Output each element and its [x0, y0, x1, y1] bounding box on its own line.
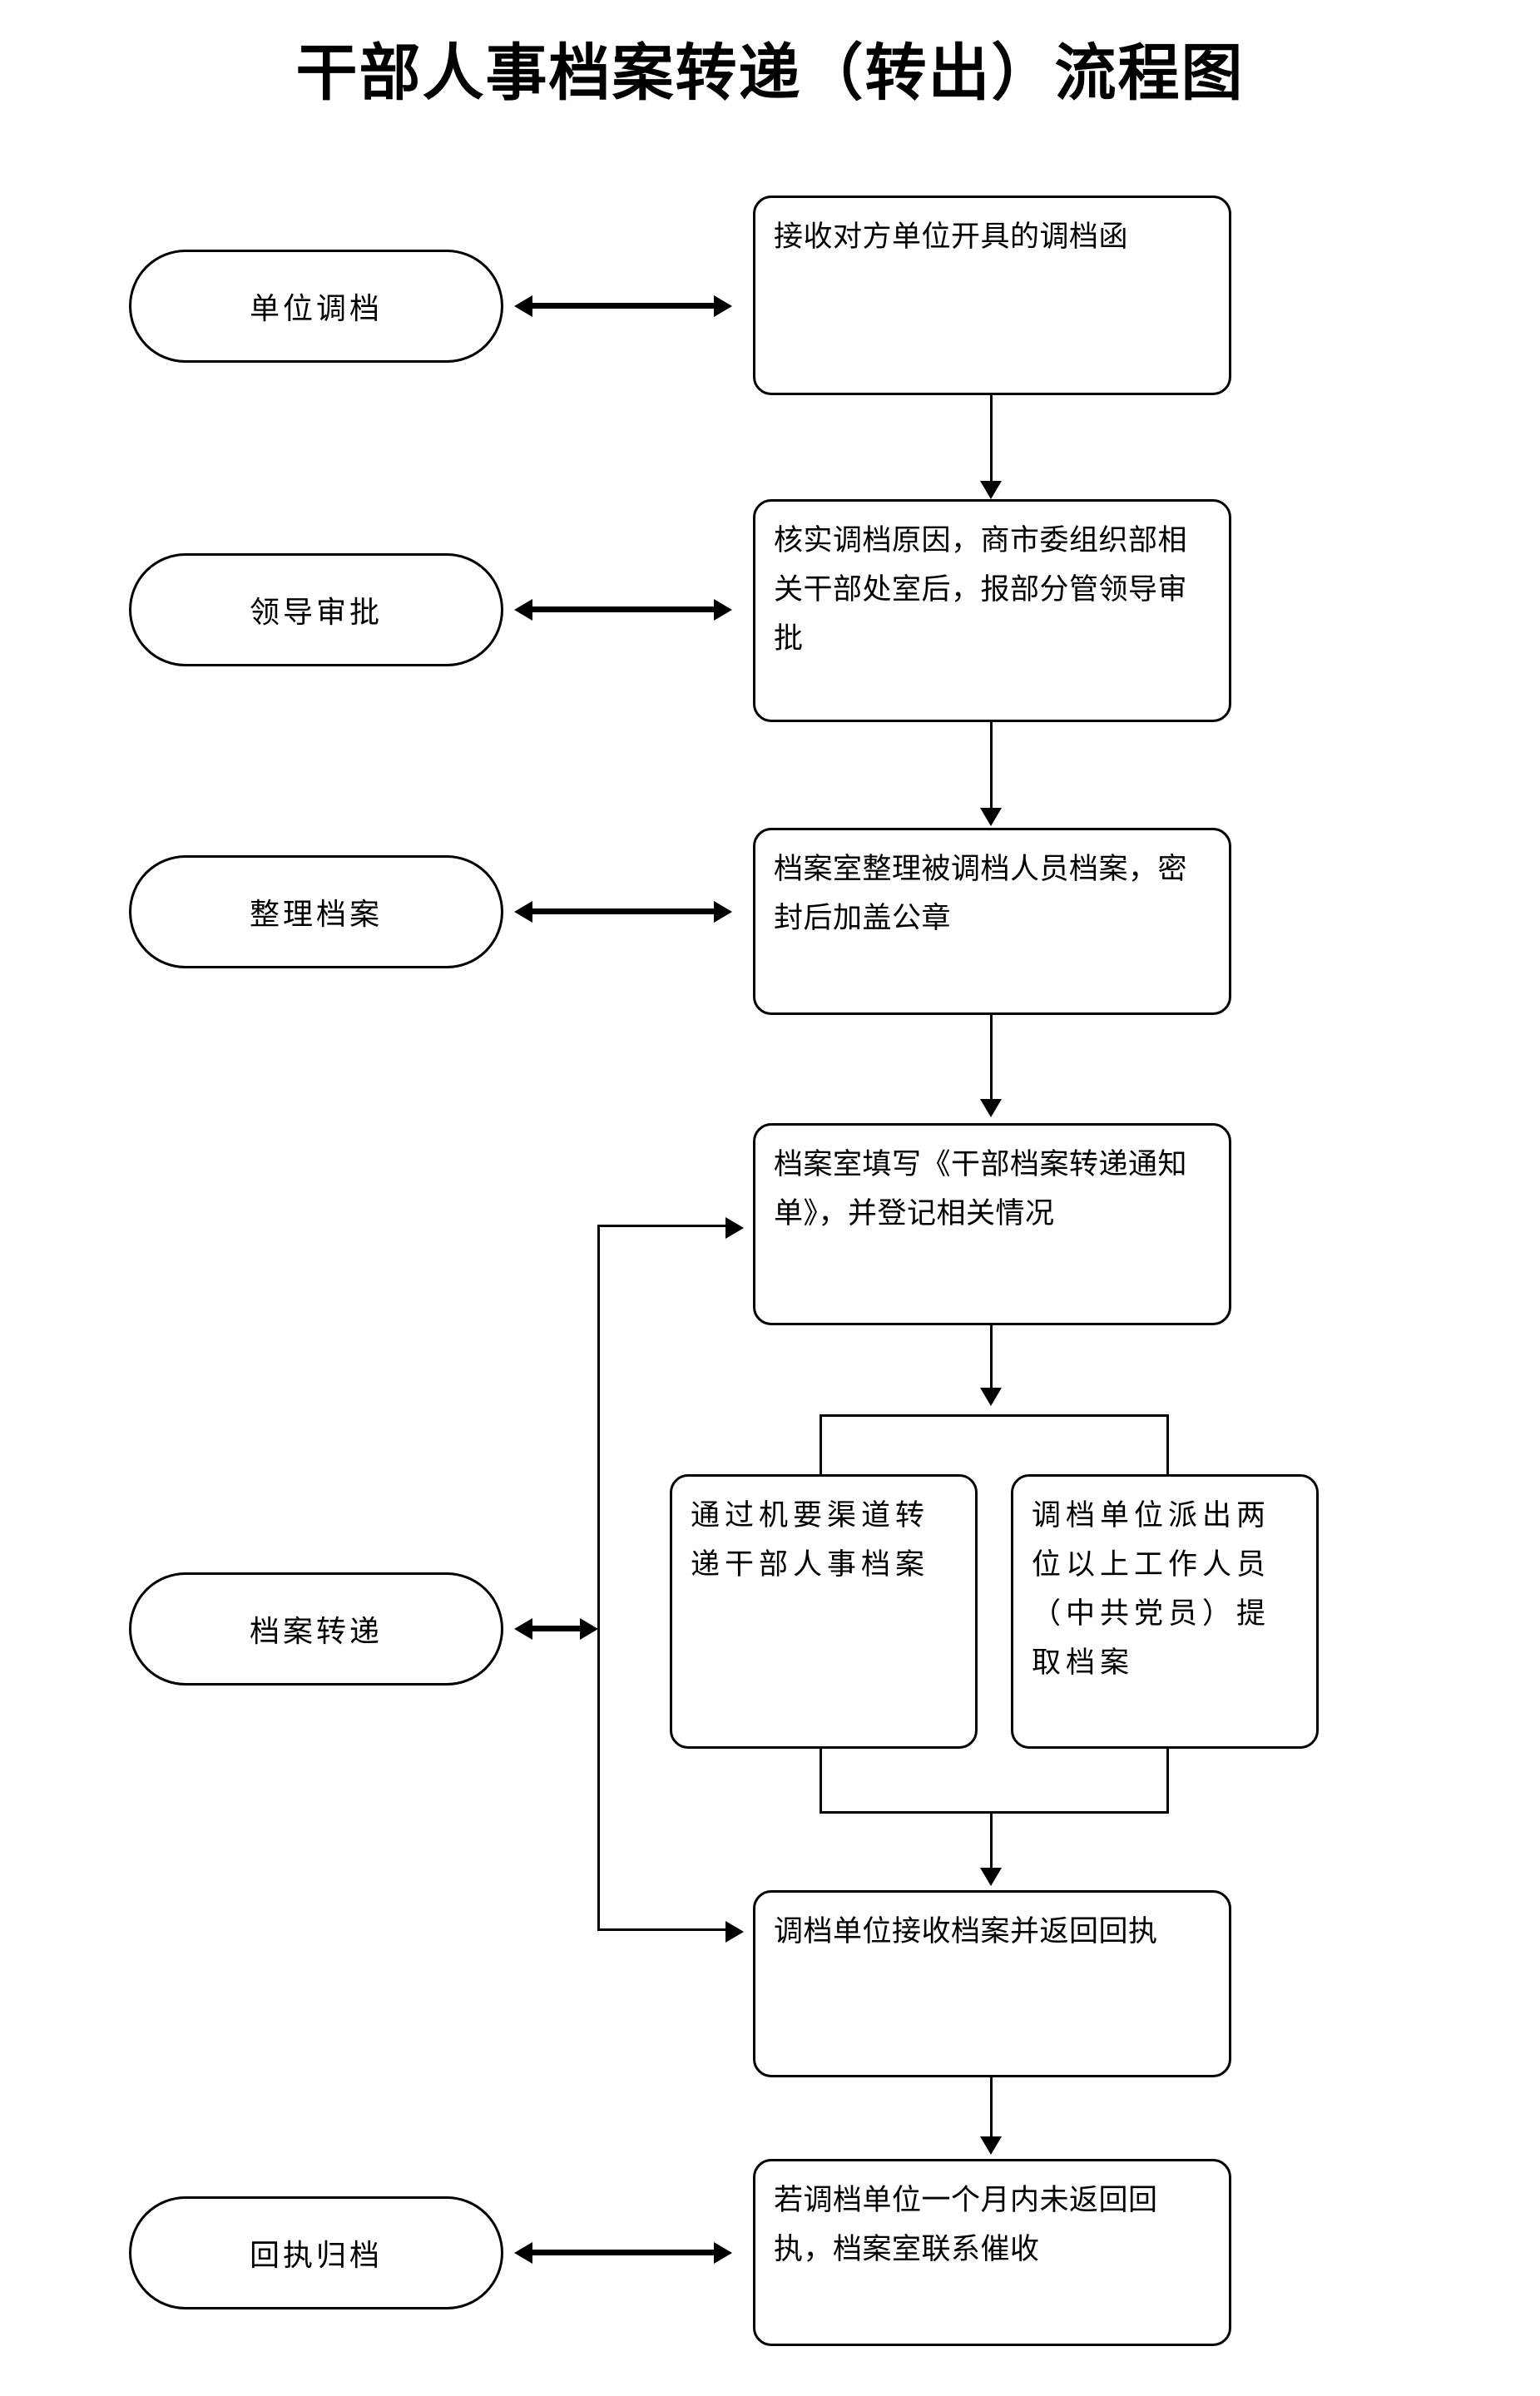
arrow-left-icon [514, 1618, 532, 1640]
merge-branch-right [1166, 1749, 1169, 1814]
step-text: 档案室填写《干部档案转递通知单》，并登记相关情况 [774, 1148, 1188, 1230]
arrow-right-icon [725, 1217, 744, 1239]
split-branch-right [1166, 1414, 1169, 1477]
step-urge-receipt[interactable]: 若调档单位一个月内未返回回执，档案室联系催收 [753, 2159, 1231, 2346]
step-text: 若调档单位一个月内未返回回执，档案室联系催收 [774, 2184, 1158, 2266]
step-fill-notice[interactable]: 档案室填写《干部档案转递通知单》，并登记相关情况 [753, 1123, 1231, 1325]
step-text: 通过机要渠道转递干部人事档案 [691, 1499, 930, 1582]
feedback-loop-rail [597, 1225, 600, 1930]
arrow-down-icon [980, 1868, 1002, 1886]
merge-branch-left [820, 1749, 822, 1814]
arrow-left-icon [514, 599, 532, 621]
connector-line [990, 722, 993, 814]
connector-shaft [531, 908, 714, 914]
connector-line [990, 2077, 993, 2144]
connector-shaft [531, 2250, 714, 2255]
arrow-down-icon [980, 481, 1002, 499]
split-branch-left [820, 1414, 822, 1477]
page-title: 干部人事档案转递（转出）流程图 [295, 37, 1245, 109]
arrow-down-icon [980, 1099, 1002, 1117]
arrow-down-icon [980, 808, 1002, 826]
step-confidential-channel[interactable]: 通过机要渠道转递干部人事档案 [670, 1474, 978, 1749]
arrow-left-icon [514, 901, 532, 923]
split-bus-line [820, 1414, 1169, 1417]
merge-bus-line [820, 1811, 1169, 1814]
feedback-loop-top-leg [597, 1225, 726, 1227]
arrow-down-icon [980, 1388, 1002, 1406]
stage-leader-approval[interactable]: 领导审批 [129, 553, 503, 666]
arrow-down-icon [980, 2136, 1002, 2155]
step-organize-seal[interactable]: 档案室整理被调档人员档案，密封后加盖公章 [753, 828, 1231, 1015]
arrow-right-icon [714, 295, 732, 317]
connector-line [990, 1811, 993, 1876]
arrow-right-icon [714, 901, 732, 923]
stage-label: 单位调档 [249, 292, 383, 326]
stage-label: 整理档案 [249, 898, 383, 932]
arrow-right-icon [580, 1618, 598, 1640]
connector-shaft [531, 1626, 581, 1631]
step-text: 接收对方单位开具的调档函 [774, 220, 1129, 254]
stage-label: 档案转递 [249, 1615, 383, 1649]
step-dispatch-staff[interactable]: 调档单位派出两位以上工作人员（中共党员）提取档案 [1011, 1474, 1319, 1749]
step-text: 调档单位派出两位以上工作人员（中共党员）提取档案 [1032, 1499, 1271, 1680]
stage-receipt-filing[interactable]: 回执归档 [129, 2196, 503, 2309]
stage-label: 领导审批 [249, 596, 383, 630]
connector-line [990, 1015, 993, 1105]
feedback-loop-bottom-leg [597, 1928, 726, 1931]
arrow-right-icon [725, 1921, 744, 1943]
arrow-right-icon [714, 2242, 732, 2264]
step-receive-receipt[interactable]: 调档单位接收档案并返回回执 [753, 1890, 1231, 2077]
step-text: 档案室整理被调档人员档案，密封后加盖公章 [774, 853, 1188, 935]
stage-label: 回执归档 [249, 2239, 383, 2273]
connector-line [990, 395, 993, 487]
connector-shaft [531, 606, 714, 612]
arrow-left-icon [514, 2242, 532, 2264]
step-receive-letter[interactable]: 接收对方单位开具的调档函 [753, 196, 1231, 395]
arrow-right-icon [714, 599, 732, 621]
step-verify-approve[interactable]: 核实调档原因，商市委组织部相关干部处室后，报部分管领导审批 [753, 499, 1231, 722]
step-text: 核实调档原因，商市委组织部相关干部处室后，报部分管领导审批 [774, 524, 1188, 656]
step-text: 调档单位接收档案并返回回执 [774, 1915, 1158, 1948]
stage-unit-request[interactable]: 单位调档 [129, 250, 503, 363]
connector-shaft [531, 303, 714, 309]
connector-line [990, 1325, 993, 1402]
stage-file-transfer[interactable]: 档案转递 [129, 1572, 503, 1686]
arrow-left-icon [514, 295, 532, 317]
stage-organize-file[interactable]: 整理档案 [129, 855, 503, 968]
